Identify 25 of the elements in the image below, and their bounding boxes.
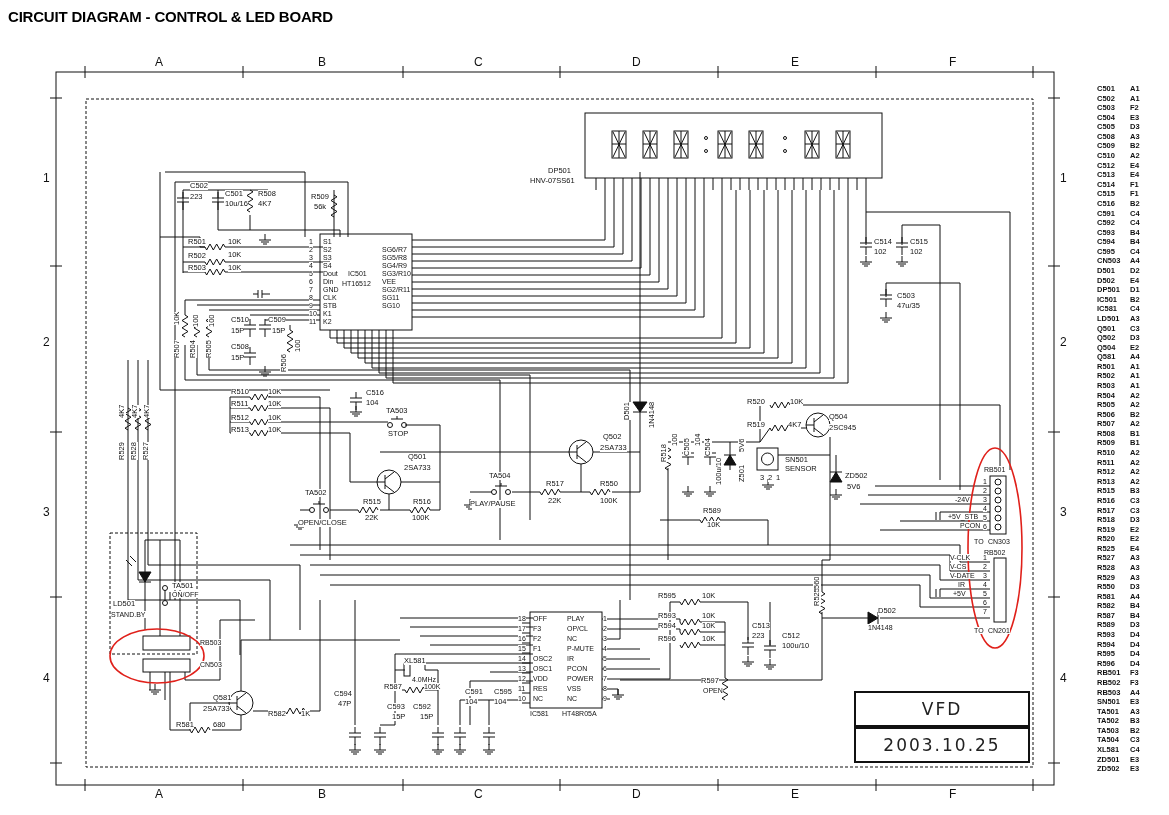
- grid-reference: 3: [43, 506, 50, 518]
- grid-reference: 4: [43, 672, 50, 684]
- grid-reference: 4: [1060, 672, 1067, 684]
- grid-reference: E: [791, 788, 799, 800]
- grid-reference: F: [949, 56, 957, 68]
- grid-reference: F: [949, 788, 957, 800]
- title-block-cell: [854, 691, 1030, 727]
- grid-reference: 2: [1060, 336, 1067, 348]
- grid-reference: E: [791, 56, 799, 68]
- grid-reference: D: [632, 56, 641, 68]
- grid-reference: 3: [1060, 506, 1067, 518]
- title-block-text: 2003.10.25: [883, 735, 1001, 755]
- title-block-cell: [854, 727, 1030, 763]
- grid-reference: 2: [43, 336, 50, 348]
- grid-reference: C: [474, 788, 483, 800]
- grid-reference: A: [155, 788, 163, 800]
- title-block-text: VFD: [921, 699, 963, 719]
- grid-reference: B: [318, 56, 326, 68]
- diagram-title: CIRCUIT DIAGRAM - CONTROL & LED BOARD: [8, 8, 333, 25]
- grid-reference: 1: [43, 172, 50, 184]
- grid-reference: C: [474, 56, 483, 68]
- grid-reference: A: [155, 56, 163, 68]
- grid-reference: B: [318, 788, 326, 800]
- grid-reference: 1: [1060, 172, 1067, 184]
- grid-reference: D: [632, 788, 641, 800]
